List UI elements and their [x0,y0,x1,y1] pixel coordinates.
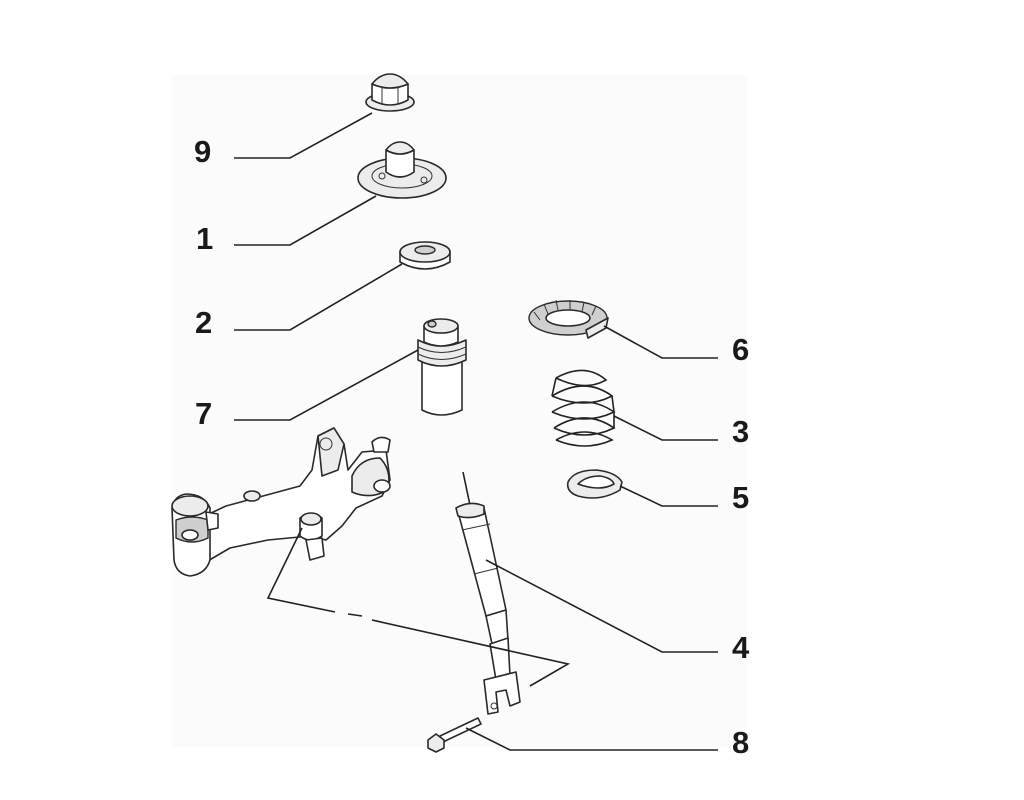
label-6: 6 [732,332,749,367]
label-9: 9 [194,134,211,169]
label-7: 7 [195,396,212,431]
part-3-coil-spring [551,369,616,447]
leader-lines [234,112,718,751]
assembly-line [266,527,336,613]
part-4-shock-absorber [455,471,521,715]
leader-line-4 [485,559,718,653]
part-9-top-nut [365,73,415,112]
part-5-spring-pad [566,469,623,499]
part-1-top-mount [357,141,447,199]
leader-line-8 [465,727,718,751]
label-2: 2 [195,305,212,340]
leader-line-9 [234,112,373,159]
label-3: 3 [732,414,749,449]
leader-line-5 [619,485,718,507]
label-1: 1 [196,221,213,256]
part-7-dust-boot [417,318,467,416]
leader-line-2 [234,263,403,331]
part-6-spring-seat [528,299,609,339]
label-5: 5 [732,480,749,515]
leader-line-7 [234,349,419,421]
label-8: 8 [732,725,749,760]
leader-line-6 [603,325,718,359]
rear-suspension-arm [171,427,391,577]
leader-line-3 [613,415,718,441]
label-4: 4 [732,630,750,665]
part-8-bolt [427,717,482,753]
leader-line-1 [234,195,377,246]
part-2-cap [399,241,451,270]
